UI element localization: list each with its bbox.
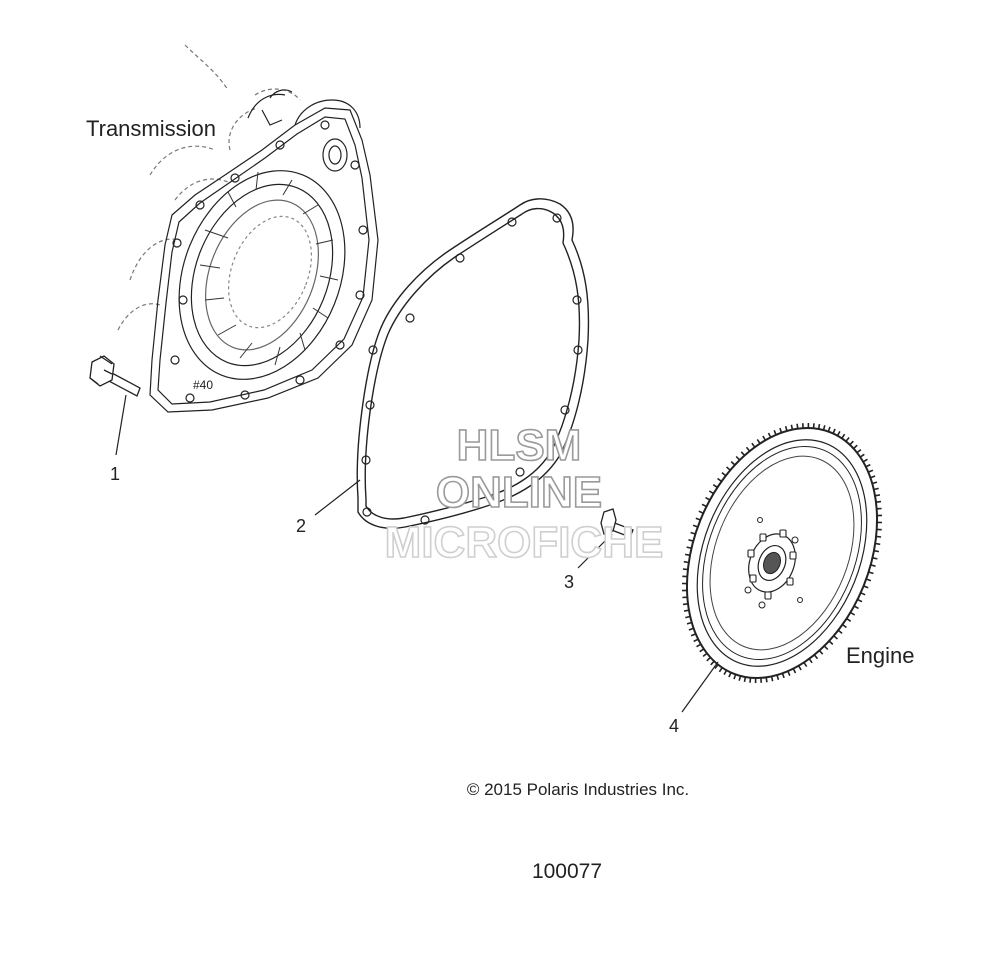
document-number: 100077 xyxy=(532,860,602,883)
label-transmission: Transmission xyxy=(86,116,216,141)
part-4-flexplate xyxy=(681,423,883,683)
watermark: HLSM ONLINE MICROFICHE xyxy=(384,420,664,568)
callout-1: 1 xyxy=(110,464,120,484)
watermark-line-1: HLSM xyxy=(457,421,582,470)
watermark-line-3: MICROFICHE xyxy=(385,518,664,567)
leader-line-4 xyxy=(681,661,719,713)
part-2-gasket xyxy=(356,198,590,530)
part-3-bolt xyxy=(600,508,634,538)
leader-line-1 xyxy=(115,394,127,456)
ring-gear-teeth xyxy=(681,423,883,683)
casting-mark: #40 xyxy=(193,378,213,392)
callout-4: 4 xyxy=(669,716,679,736)
part-1-bolt xyxy=(89,355,141,397)
callout-3: 3 xyxy=(564,572,574,592)
transmission-housing xyxy=(117,44,379,413)
label-engine: Engine xyxy=(846,643,915,668)
callout-2: 2 xyxy=(296,516,306,536)
leader-line-3 xyxy=(577,533,613,569)
copyright-notice: © 2015 Polaris Industries Inc. xyxy=(467,780,689,799)
watermark-line-2: ONLINE xyxy=(436,468,602,517)
leader-line-2 xyxy=(314,479,361,516)
